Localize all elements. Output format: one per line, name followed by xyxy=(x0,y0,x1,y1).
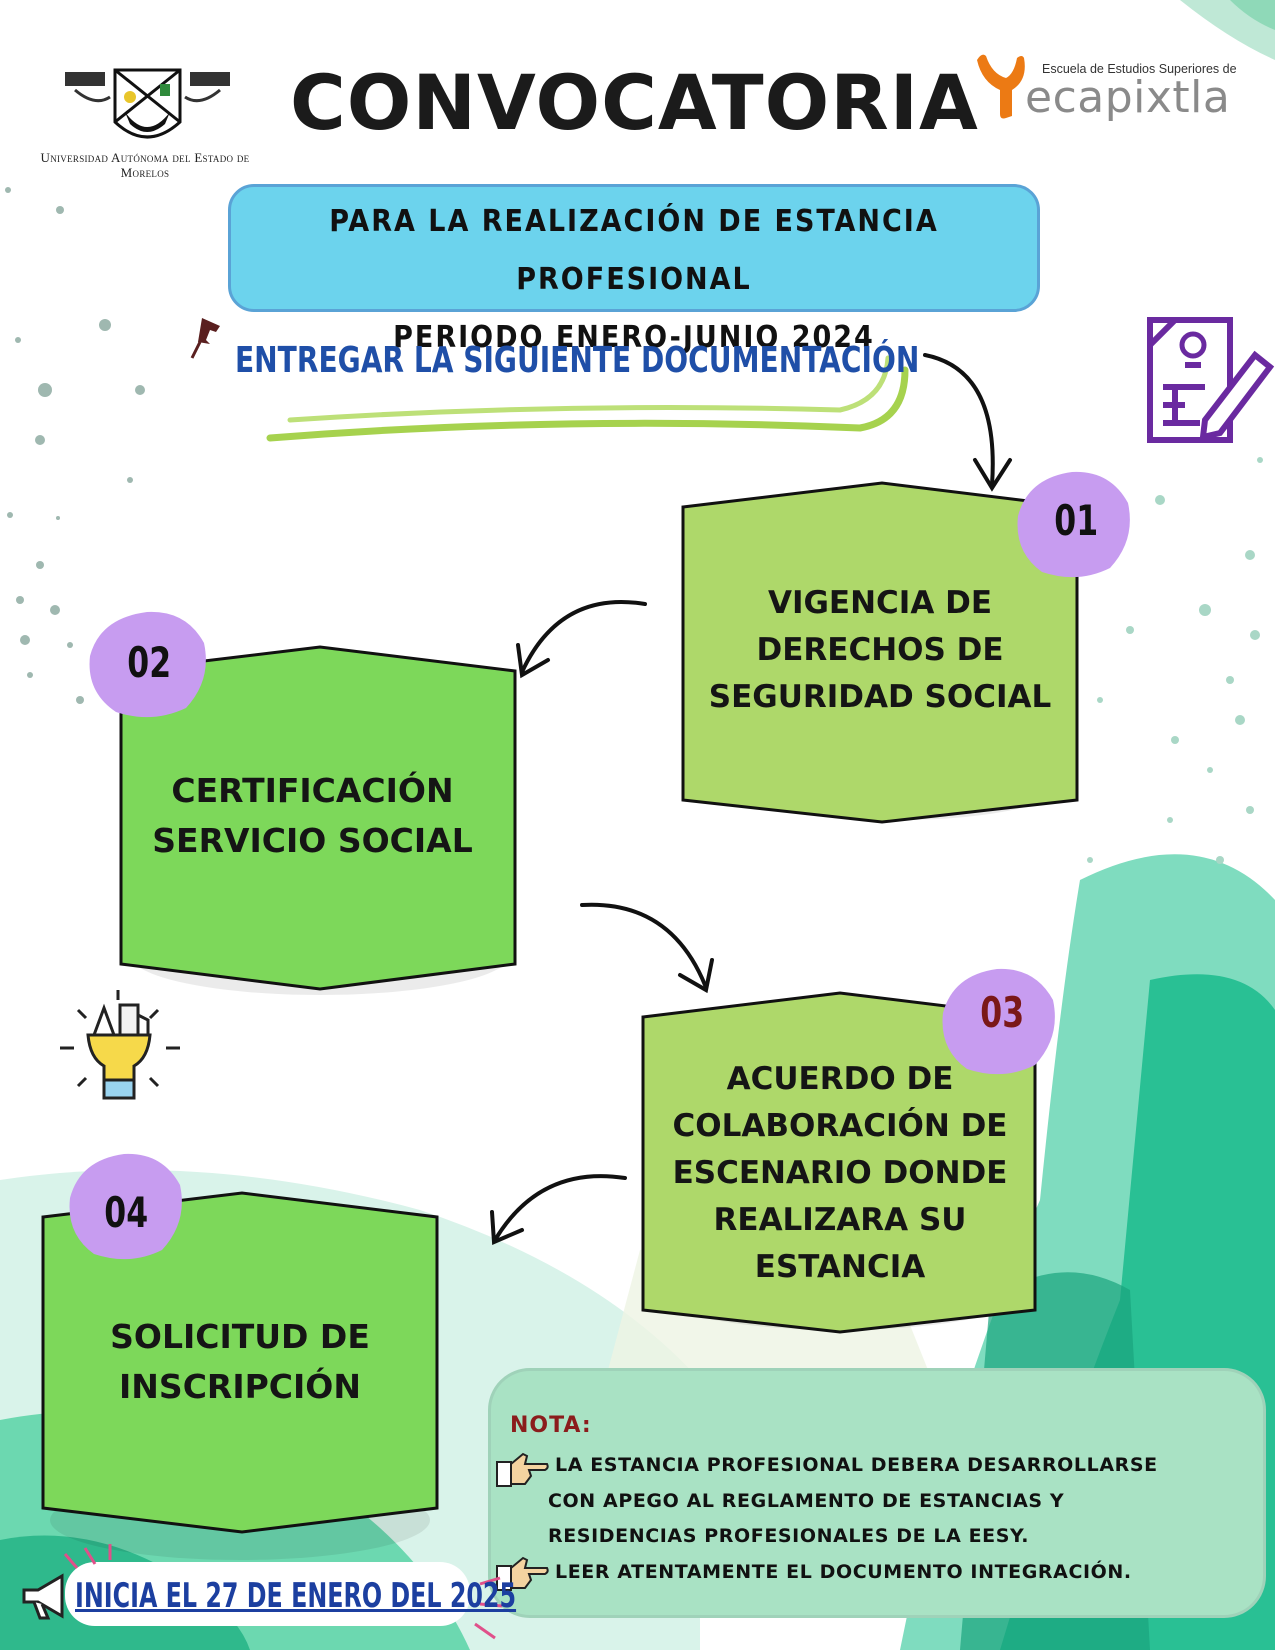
step-number-01: 01 xyxy=(1054,496,1099,545)
step-number-03: 03 xyxy=(980,988,1025,1037)
step-badge-02 xyxy=(89,611,206,718)
step-number-02: 02 xyxy=(127,638,172,687)
school-logo-icon xyxy=(972,52,1032,122)
note-item-1-line-3: RESIDENCIAS PROFESIONALES DE LA EESY. xyxy=(548,1525,1030,1547)
note-box xyxy=(488,1368,1266,1618)
step-text-01: VIGENCIA DE DERECHOS DE SEGURIDAD SOCIAL xyxy=(708,585,1052,715)
document-pencil-icon xyxy=(1145,315,1275,445)
note-item-1-line-1: LA ESTANCIA PROFESIONAL DEBERA DESARROLL… xyxy=(555,1454,1158,1476)
step-badge-04 xyxy=(69,1153,182,1260)
note-item-1-line-2: CON APEGO AL REGLAMENTO DE ESTANCIAS Y xyxy=(548,1490,1065,1512)
step-text-02: CERTIFICACIÓN SERVICIO SOCIAL xyxy=(152,771,473,860)
lightbulb-icon xyxy=(58,990,183,1110)
university-name: Universidad Autónoma del Estado de Morel… xyxy=(40,150,250,180)
step-box-01 xyxy=(681,481,1079,824)
note-item-2: LEER ATENTAMENTE EL DOCUMENTO INTEGRACIÓ… xyxy=(555,1561,1132,1583)
school-name: ecapixtla xyxy=(1025,72,1231,123)
note-title: NOTA: xyxy=(510,1413,592,1438)
banner-line-1: PARA LA REALIZACIÓN DE ESTANCIA PROFESIO… xyxy=(329,204,939,297)
step-text-04: SOLICITUD DE INSCRIPCIÓN xyxy=(110,1317,370,1406)
pointing-hand-icon xyxy=(495,1450,550,1490)
step-box-04 xyxy=(41,1191,439,1534)
step-box-02 xyxy=(119,645,517,991)
step-number-04: 04 xyxy=(104,1188,149,1237)
step-badge-03 xyxy=(942,968,1055,1075)
university-logo xyxy=(55,62,240,152)
banner-line-2: PERIODO ENERO-JUNIO 2024 xyxy=(393,320,875,355)
pin-icon xyxy=(188,312,228,362)
step-text-03: ACUERDO DE COLABORACIÓN DE ESCENARIO DON… xyxy=(672,1061,1008,1285)
subtitle: ENTREGAR LA SIGUIENTE DOCUMENTACIÓN xyxy=(235,340,920,381)
school-prefix: Escuela de Estudios Superiores de xyxy=(1042,62,1237,76)
emphasis-lines xyxy=(63,1544,503,1640)
period-banner: PARA LA REALIZACIÓN DE ESTANCIA PROFESIO… xyxy=(228,184,1040,355)
page-title: CONVOCATORIA xyxy=(290,58,979,147)
step-box-03 xyxy=(641,991,1037,1334)
start-date: INICIA EL 27 DE ENERO DEL 2025 xyxy=(75,1576,517,1616)
start-date-pill xyxy=(65,1562,470,1626)
step-badge-01 xyxy=(1017,471,1130,578)
megaphone-icon xyxy=(18,1568,73,1623)
